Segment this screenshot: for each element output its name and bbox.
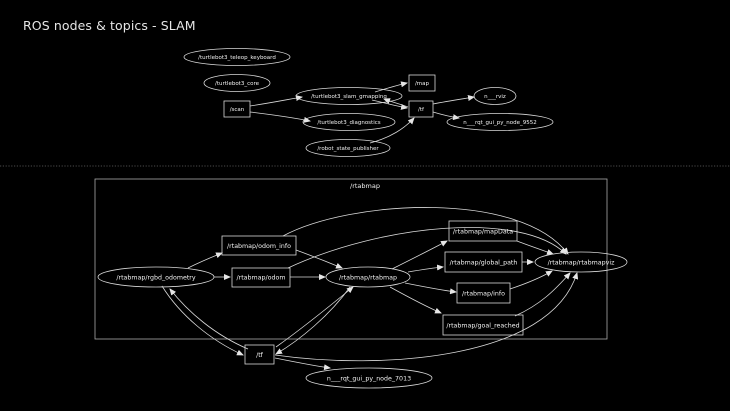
- edge-tf-rviz: [432, 95, 475, 105]
- edge-tf-rqt: [274, 357, 331, 371]
- edge-rtabmap-globalpath: [407, 264, 444, 273]
- edge-info-viz: [509, 270, 553, 290]
- node-rtabmapviz[interactable]: [534, 251, 628, 273]
- node-diag[interactable]: [302, 113, 396, 131]
- edge-rtabmap-tf: [275, 286, 351, 355]
- edge-goal-viz: [514, 272, 571, 317]
- label-rqt-7013: n___rqt_gui_py_node_7013: [327, 376, 411, 383]
- topic-scan[interactable]: [223, 100, 251, 118]
- node-teleop[interactable]: [183, 48, 291, 66]
- label-odom-info: /rtabmap/odom_info: [227, 243, 291, 250]
- topic-odom-info[interactable]: [221, 235, 297, 256]
- topic-mapdata[interactable]: [448, 220, 518, 242]
- cluster-label: /rtabmap: [350, 182, 380, 190]
- edge-tf-viz: [274, 272, 579, 362]
- edge-rtabmap-goal: [389, 286, 442, 314]
- edge-mapdata-viz: [516, 240, 554, 255]
- topic-map[interactable]: [408, 74, 436, 92]
- edge-odominfo-viz: [282, 207, 569, 255]
- edge-tf-rgbd: [169, 288, 249, 350]
- label-tf: /tf: [418, 107, 425, 113]
- label-rqt-9552: n___rqt_gui_py_node_9552: [463, 120, 537, 126]
- edge-odominfo-rtabmap: [295, 249, 343, 269]
- cluster-rtabmap: [94, 178, 608, 340]
- label-slam: /turtlebot3_slam_gmapping: [311, 94, 387, 100]
- edge-scan-slam: [249, 95, 303, 107]
- label-global-path: /rtabmap/global_path: [450, 260, 518, 267]
- top-graph: [183, 48, 554, 157]
- edge-scan-diag: [249, 111, 311, 123]
- label-teleop: /turtlebot3_teleop_keyboard: [198, 55, 276, 61]
- label-odom: /rtabmap/odom: [237, 275, 286, 282]
- topic-odom[interactable]: [231, 267, 291, 288]
- edge-tf-rqt: [432, 111, 460, 121]
- topic-tf-bottom[interactable]: [244, 344, 275, 365]
- label-map: /map: [415, 81, 430, 87]
- page-title: ROS nodes & topics - SLAM: [23, 18, 196, 33]
- label-rgbd-odometry: /rtabmap/rgbd_odometry: [116, 275, 196, 282]
- label-scan: /scan: [230, 107, 245, 113]
- topic-goal-reached[interactable]: [442, 314, 524, 336]
- label-core: /turtlebot3_core: [215, 81, 260, 87]
- label-rviz: n___rviz: [484, 94, 506, 100]
- edge-odom-viz: [287, 227, 567, 269]
- bottom-graph: [97, 207, 628, 389]
- label-info: /rtabmap/info: [462, 291, 505, 298]
- topic-tf[interactable]: [408, 100, 434, 118]
- edge-tf-rtabmap: [275, 286, 354, 348]
- label-rtabmap: /rtabmap/rtabmap: [339, 275, 397, 282]
- topic-global-path[interactable]: [444, 251, 523, 273]
- node-rsp[interactable]: [305, 139, 391, 157]
- label-mapdata: /rtabmap/mapData: [453, 229, 513, 236]
- node-rgbd-odometry[interactable]: [97, 266, 215, 288]
- label-goal-reached: /rtabmap/goal_reached: [446, 323, 519, 330]
- node-rtabmap[interactable]: [325, 266, 411, 288]
- node-rviz[interactable]: [473, 87, 517, 105]
- label-rtabmapviz: /rtabmap/rtabmapviz: [548, 260, 616, 267]
- node-rqt-7013[interactable]: [305, 367, 433, 389]
- edge-rgbd-odominfo: [187, 252, 223, 269]
- label-diag: /turtlebot3_diagnostics: [317, 120, 380, 126]
- node-slam[interactable]: [295, 87, 403, 105]
- edge-rgbd-tf: [161, 285, 244, 356]
- topic-info[interactable]: [456, 282, 511, 304]
- edge-slam-map: [374, 81, 408, 93]
- label-rsp: /robot_state_publisher: [317, 146, 379, 152]
- node-core[interactable]: [203, 74, 271, 92]
- label-tf-bottom: /tf: [256, 352, 264, 359]
- edge-slam-tf: [371, 99, 408, 110]
- node-rqt-9552[interactable]: [446, 113, 554, 131]
- edge-rtabmap-mapdata: [391, 240, 448, 270]
- edge-rtabmap-info: [404, 282, 457, 295]
